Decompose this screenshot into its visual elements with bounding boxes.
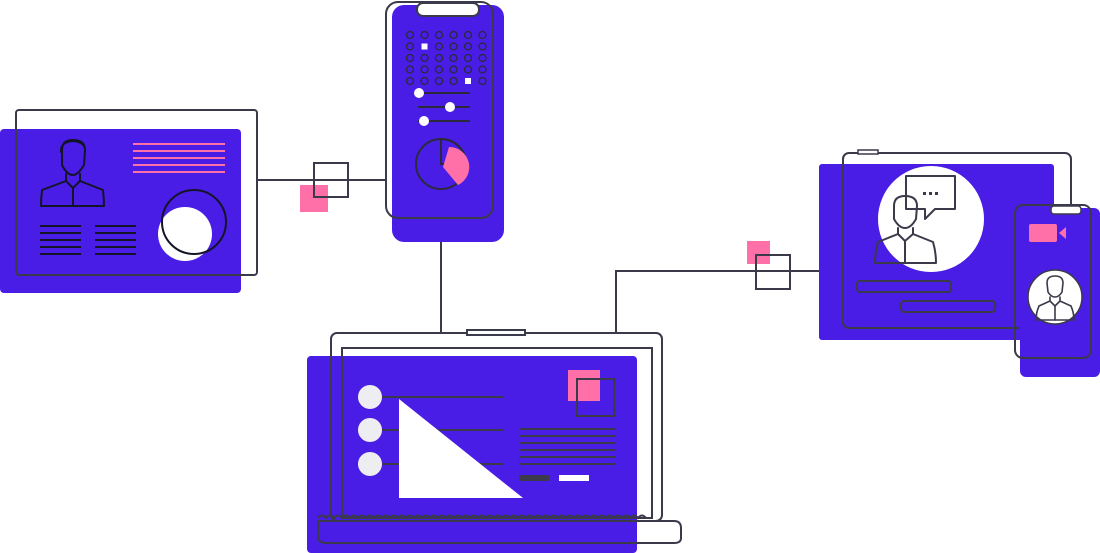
- laptop-screen-panel: [307, 356, 637, 553]
- connector-laptop-tablet: [615, 270, 845, 333]
- phone-device: [385, 1, 504, 242]
- grid-dot: [478, 30, 487, 40]
- grid-dot: [405, 65, 415, 74]
- grid-dot: [420, 65, 429, 74]
- text-block-right: [95, 225, 136, 255]
- grid-dot: [434, 53, 444, 63]
- grid-dot: [405, 76, 415, 86]
- triangle-chart-icon: [399, 399, 523, 498]
- radio-button-icon: [358, 385, 382, 476]
- white-circle: [158, 207, 212, 261]
- tablet-tab: [857, 149, 879, 155]
- outline-square-badge: [576, 378, 615, 417]
- pie-chart-icon: [415, 137, 470, 190]
- grid-dot: [478, 42, 487, 51]
- white-button-shape: [559, 475, 589, 481]
- grid-dot: [434, 42, 444, 51]
- laptop-hinge-wave: [317, 514, 647, 520]
- grid-dot: [421, 43, 428, 50]
- grid-dot: [478, 76, 487, 86]
- phone-screen-panel: [392, 5, 504, 242]
- grid-dot: [420, 30, 429, 40]
- grid-dot: [449, 30, 458, 40]
- grid-dot: [463, 30, 473, 40]
- laptop-device: [307, 329, 682, 553]
- grid-dot: [434, 76, 444, 86]
- grid-dot: [463, 53, 473, 63]
- chat-dots: [923, 192, 938, 195]
- grid-dot: [449, 42, 458, 51]
- grid-dot: [420, 76, 429, 86]
- grid-dot: [449, 76, 458, 86]
- chat-bubble-icon: [905, 175, 956, 220]
- dot-grid-icon: [405, 30, 487, 86]
- laptop-base: [317, 520, 682, 544]
- grid-dot: [465, 78, 471, 84]
- text-lines-icon: [519, 428, 616, 465]
- outline-square-node-left: [313, 162, 349, 198]
- text-block-left: [40, 225, 81, 255]
- grid-dot: [420, 53, 429, 63]
- connector-nodes: [300, 162, 791, 290]
- grid-dot: [405, 53, 415, 63]
- user-avatar-icon: [874, 195, 937, 264]
- profile-card-panel: [0, 129, 241, 293]
- slider-icon: [414, 88, 470, 126]
- grid-dot: [463, 42, 473, 51]
- grid-dot: [434, 30, 444, 40]
- grid-dot: [405, 42, 415, 51]
- phone-notch: [416, 2, 480, 17]
- laptop-camera-notch: [466, 329, 526, 336]
- video-camera-icon: [1029, 224, 1066, 242]
- pink-square-node-right: [747, 241, 770, 264]
- mobile-outline: [1014, 204, 1092, 359]
- grid-dot: [463, 65, 473, 74]
- outline-square-node-right: [755, 254, 791, 290]
- outline-circle: [161, 189, 227, 255]
- grid-dot: [434, 65, 444, 74]
- pink-square-badge: [568, 370, 600, 401]
- message-bar-1: [856, 280, 952, 293]
- laptop-inner-frame: [341, 347, 653, 519]
- user-avatar-icon: [40, 139, 105, 207]
- grid-dot: [478, 53, 487, 63]
- mobile-notch: [1050, 205, 1082, 215]
- message-bar-2: [900, 300, 996, 313]
- grid-dot: [478, 65, 487, 74]
- text-lines-icon: [133, 143, 225, 173]
- grid-dot: [449, 53, 458, 63]
- profile-card: [0, 109, 258, 293]
- video-call-devices: [819, 149, 1100, 377]
- profile-card-outline: [15, 109, 258, 276]
- grid-dot: [405, 30, 415, 40]
- user-avatar-icon: [1035, 275, 1075, 321]
- grid-dot: [449, 65, 458, 74]
- dark-button-shape: [519, 475, 549, 481]
